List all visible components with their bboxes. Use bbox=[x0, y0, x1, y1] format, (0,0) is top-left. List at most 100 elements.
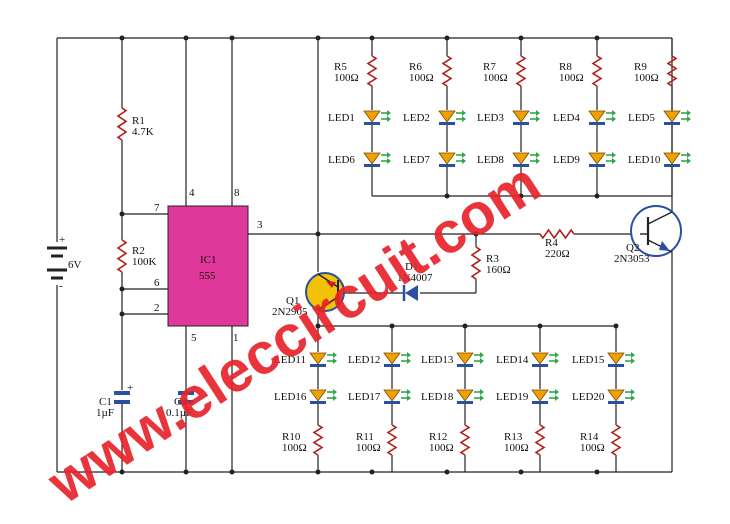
bottom-led-row2-3-light-arrowhead bbox=[480, 389, 484, 395]
top-resistor-name-5: R9 bbox=[634, 61, 647, 73]
r2-value: 100K bbox=[132, 256, 157, 268]
top-led-label-7: LED7 bbox=[403, 154, 430, 166]
bottom-led-row2-1-light-arrowhead bbox=[333, 389, 337, 395]
bottom-led-label-14: LED14 bbox=[496, 354, 529, 366]
c1-plus: + bbox=[127, 382, 133, 394]
junction bbox=[518, 469, 524, 475]
bottom-led-row2-3-light-arrowhead2 bbox=[480, 395, 484, 401]
top-resistor-4 bbox=[591, 55, 603, 87]
junction bbox=[594, 469, 600, 475]
bottom-led-row2-5 bbox=[607, 389, 625, 402]
top-led-row2-1-light-arrowhead2 bbox=[387, 158, 391, 164]
bottom-led-label-12: LED12 bbox=[348, 354, 380, 366]
bottom-resistor-1 bbox=[312, 424, 324, 456]
top-led-row1-5 bbox=[663, 110, 681, 123]
top-led-row2-5 bbox=[663, 152, 681, 165]
q2-transistor bbox=[630, 205, 682, 257]
bottom-led-label-11: LED11 bbox=[274, 354, 306, 366]
d1-name: D1 bbox=[405, 261, 418, 273]
bottom-led-row1-4-bar bbox=[532, 364, 548, 367]
top-led-label-4: LED4 bbox=[553, 112, 580, 124]
top-led-row1-4-bar bbox=[589, 122, 605, 125]
junction bbox=[444, 193, 450, 199]
top-resistor-3 bbox=[515, 55, 527, 87]
components bbox=[114, 55, 691, 456]
r3-value: 160Ω bbox=[486, 264, 511, 276]
top-led-row1-3-bar bbox=[513, 122, 529, 125]
r4-value: 220Ω bbox=[545, 248, 570, 260]
top-resistor-name-1: R5 bbox=[334, 61, 347, 73]
bottom-resistor-value-2: 100Ω bbox=[356, 442, 381, 454]
bottom-led-row2-4-light-arrowhead2 bbox=[555, 395, 559, 401]
bottom-led-label-18: LED18 bbox=[421, 391, 454, 403]
top-led-row2-3-bar bbox=[513, 164, 529, 167]
bottom-resistor-value-4: 100Ω bbox=[504, 442, 529, 454]
top-led-row1-2 bbox=[438, 110, 456, 123]
top-resistor-value-1: 100Ω bbox=[334, 72, 359, 84]
top-led-row2-4-bar bbox=[589, 164, 605, 167]
bottom-led-row1-2-light-arrowhead2 bbox=[407, 358, 411, 364]
c2-name: C2 bbox=[174, 396, 187, 408]
top-led-row2-5-bar bbox=[664, 164, 680, 167]
bottom-led-row1-2-bar bbox=[384, 364, 400, 367]
bottom-led-row1-5-light-arrowhead bbox=[631, 352, 635, 358]
r2-name: R2 bbox=[132, 245, 145, 257]
top-led-row1-4-light-arrowhead2 bbox=[612, 116, 616, 122]
bottom-led-row2-1-light-arrowhead2 bbox=[333, 395, 337, 401]
top-led-row1-1-light-arrowhead2 bbox=[387, 116, 391, 122]
bottom-led-row2-3 bbox=[456, 389, 474, 402]
top-led-label-8: LED8 bbox=[477, 154, 504, 166]
bottom-led-row2-2-bar bbox=[384, 401, 400, 404]
bottom-led-row2-2-light-arrowhead2 bbox=[407, 395, 411, 401]
junction bbox=[444, 469, 450, 475]
c2-plate-top bbox=[178, 391, 194, 395]
pin-3: 3 bbox=[257, 219, 263, 231]
bottom-led-row2-1 bbox=[309, 389, 327, 402]
top-led-row1-4 bbox=[588, 110, 606, 123]
top-led-row1-2-light-arrowhead2 bbox=[462, 116, 466, 122]
bottom-resistor-3 bbox=[459, 424, 471, 456]
bottom-led-row2-4-light-arrowhead bbox=[555, 389, 559, 395]
bottom-led-label-20: LED20 bbox=[572, 391, 605, 403]
bottom-led-row2-4 bbox=[531, 389, 549, 402]
top-led-row2-3 bbox=[512, 152, 530, 165]
bottom-resistor-name-4: R13 bbox=[504, 431, 523, 443]
pin-6: 6 bbox=[154, 277, 160, 289]
q1-emitter bbox=[317, 273, 339, 288]
bottom-led-row1-2 bbox=[383, 352, 401, 365]
bottom-led-row1-4-light-arrowhead2 bbox=[555, 358, 559, 364]
top-led-row1-3-light-arrowhead2 bbox=[536, 116, 540, 122]
top-led-row2-3-light-arrowhead bbox=[536, 152, 540, 158]
watermark-text: www.eleccircuit.com bbox=[36, 150, 552, 516]
top-led-label-3: LED3 bbox=[477, 112, 504, 124]
r3-resistor bbox=[470, 246, 482, 280]
pin-2: 2 bbox=[154, 302, 160, 314]
bottom-led-label-15: LED15 bbox=[572, 354, 605, 366]
pin-8: 8 bbox=[234, 187, 240, 199]
q2-name: Q2 bbox=[626, 242, 639, 254]
pin-5: 5 bbox=[191, 332, 197, 344]
q1-collector bbox=[317, 296, 339, 311]
c2-plus: + bbox=[191, 382, 197, 394]
top-led-row2-2 bbox=[438, 152, 456, 165]
top-resistor-value-5: 100Ω bbox=[634, 72, 659, 84]
bottom-resistor-2 bbox=[386, 424, 398, 456]
battery-minus: - bbox=[59, 280, 63, 292]
bottom-led-row2-3-bar bbox=[457, 401, 473, 404]
bottom-led-row1-1-bar bbox=[310, 364, 326, 367]
bottom-led-row1-5 bbox=[607, 352, 625, 365]
top-led-row1-4-light-arrowhead bbox=[612, 110, 616, 116]
d1-part: 1N4007 bbox=[397, 272, 433, 284]
top-resistor-name-3: R7 bbox=[483, 61, 496, 73]
top-resistor-2 bbox=[441, 55, 453, 87]
c2-plate-bottom bbox=[178, 400, 194, 404]
top-led-row1-1-bar bbox=[364, 122, 380, 125]
top-led-row2-1 bbox=[363, 152, 381, 165]
top-led-row2-1-bar bbox=[364, 164, 380, 167]
top-resistor-value-3: 100Ω bbox=[483, 72, 508, 84]
bottom-led-row1-1 bbox=[309, 352, 327, 365]
r1-value: 4.7K bbox=[132, 126, 154, 138]
top-resistor-value-2: 100Ω bbox=[409, 72, 434, 84]
